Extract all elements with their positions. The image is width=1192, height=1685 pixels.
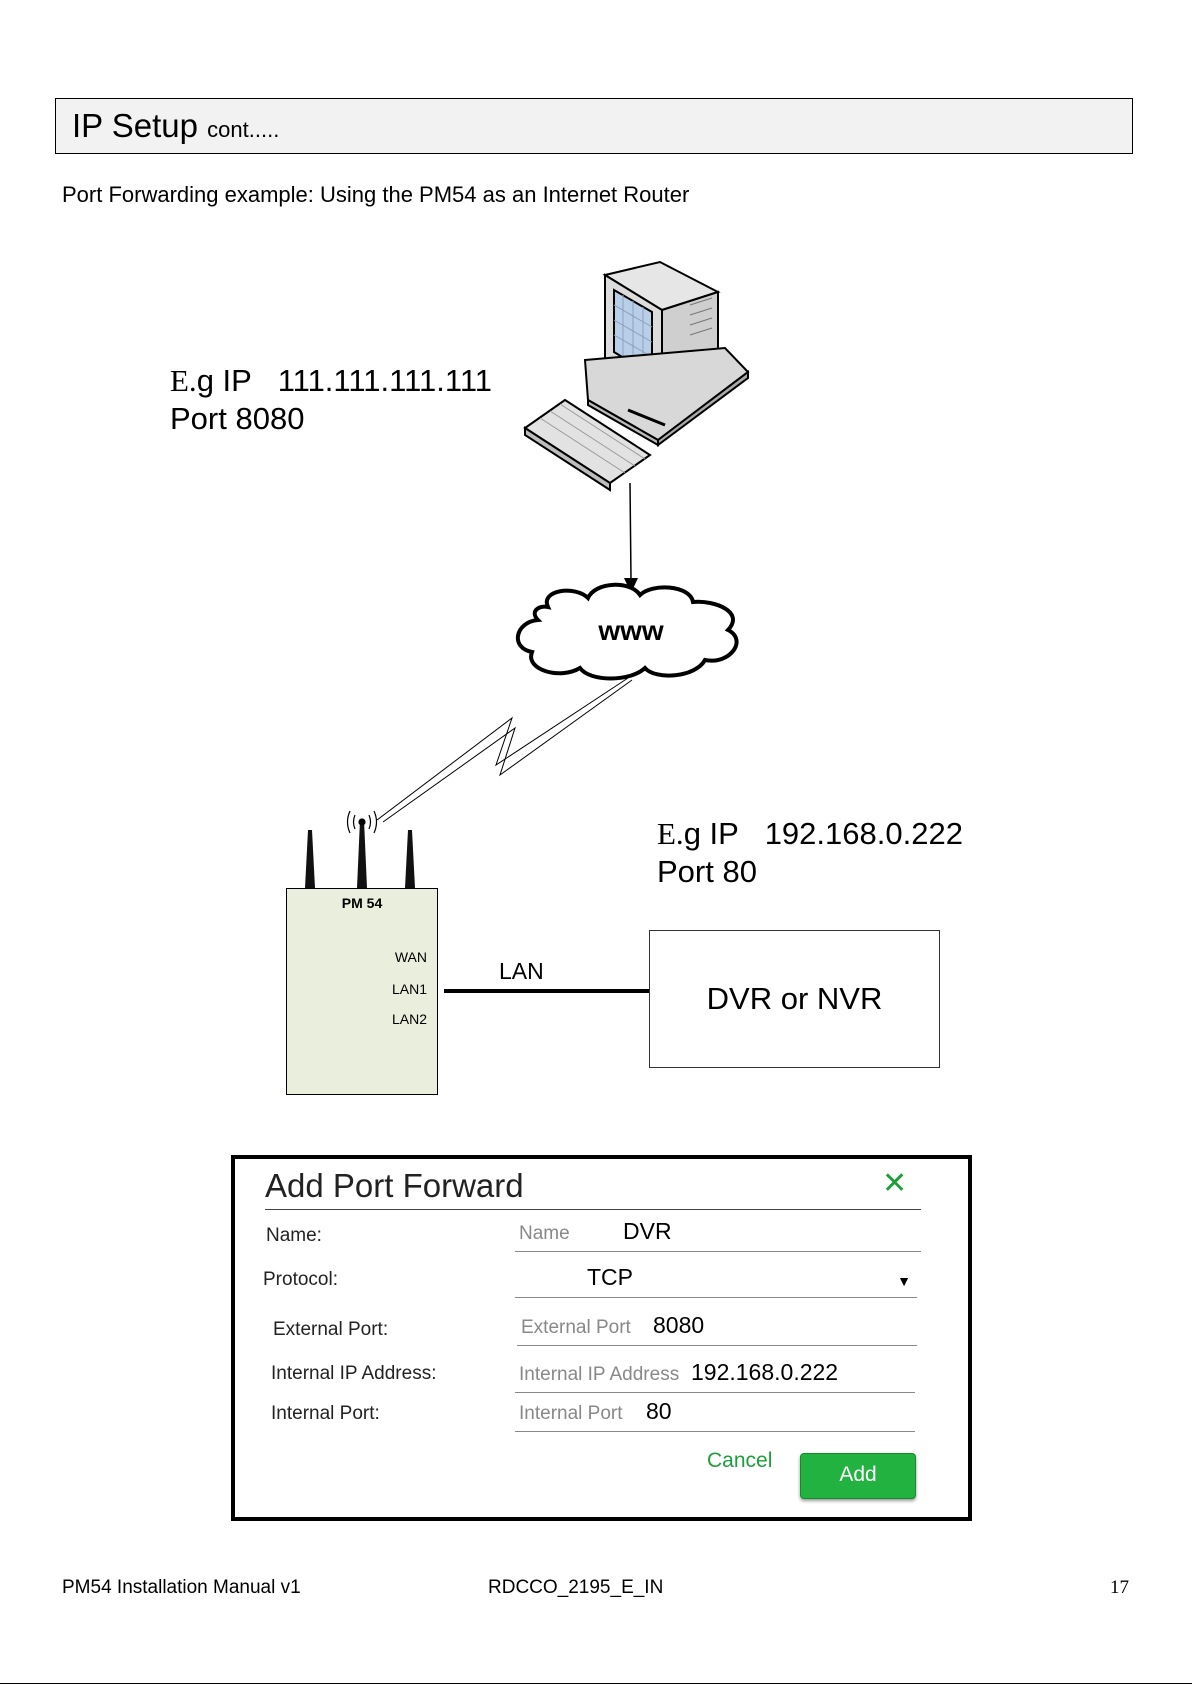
remote-address-label: E.g IP 111.111.111.111 Port 8080: [170, 363, 493, 436]
router-port-lan2: LAN2: [391, 1011, 427, 1027]
cloud-label: www: [598, 615, 664, 646]
page-title: IP Setup cont.....: [72, 107, 280, 144]
dvr-device: DVR or NVR: [649, 930, 940, 1068]
dialog-title-divider: [265, 1209, 921, 1210]
wifi-signal-icon: [346, 810, 378, 834]
cancel-button[interactable]: Cancel: [707, 1449, 773, 1472]
dialog-title: Add Port Forward: [265, 1167, 524, 1204]
internal-ip-label: Internal IP Address:: [271, 1363, 437, 1384]
router-port-lan1: LAN1: [391, 981, 427, 997]
name-value: DVR: [623, 1218, 672, 1244]
protocol-value: TCP: [587, 1264, 633, 1290]
footer-document-id: RDCCO_2195_E_IN: [488, 1577, 664, 1598]
add-button[interactable]: Add: [800, 1453, 916, 1499]
page-bottom-divider: [0, 1683, 1192, 1684]
external-port-label: External Port:: [273, 1319, 389, 1340]
router-port-wan: WAN: [394, 949, 427, 965]
internal-port-field[interactable]: Internal Port 80: [515, 1394, 915, 1432]
lan-link-label: LAN: [499, 958, 544, 984]
router-model-label: PM 54: [341, 895, 383, 911]
footer-manual-title: PM54 Installation Manual v1: [62, 1577, 301, 1598]
external-port-placeholder: External Port: [521, 1317, 631, 1338]
chevron-down-icon: ▼: [897, 1273, 911, 1289]
protocol-select[interactable]: TCP ▼: [515, 1260, 917, 1298]
add-port-forward-dialog: Add Port Forward ✕ Name: Name DVR Protoc…: [231, 1155, 972, 1521]
local-address-label: E.g IP 192.168.0.222 Port 80: [657, 816, 963, 889]
arrow-head-icon: [624, 578, 638, 593]
external-port-field[interactable]: External Port 8080: [517, 1308, 917, 1346]
internal-port-placeholder: Internal Port: [519, 1403, 623, 1424]
internal-ip-field[interactable]: Internal IP Address 192.168.0.222: [515, 1355, 915, 1393]
dvr-device-label: DVR or NVR: [706, 981, 883, 1016]
connection-arrow: [629, 482, 632, 581]
cloud-icon: [515, 582, 739, 681]
protocol-label: Protocol:: [263, 1269, 338, 1290]
page-number: 17: [1110, 1577, 1129, 1598]
wireless-link: [382, 679, 633, 823]
network-diagram: [305, 260, 750, 993]
internal-ip-value: 192.168.0.222: [691, 1359, 839, 1385]
router-device: PM 54 WAN LAN1 LAN2: [286, 888, 438, 1095]
section-header: IP Setup cont.....: [55, 98, 1133, 154]
internal-ip-placeholder: Internal IP Address: [519, 1364, 680, 1385]
close-icon[interactable]: ✕: [882, 1167, 908, 1200]
internal-port-value: 80: [646, 1398, 672, 1424]
antenna-icon: [305, 820, 415, 888]
internal-port-label: Internal Port:: [271, 1403, 380, 1424]
name-field[interactable]: Name DVR: [515, 1214, 921, 1252]
external-port-value: 8080: [653, 1312, 705, 1338]
name-label: Name:: [266, 1225, 322, 1246]
computer-icon: [523, 260, 750, 492]
name-placeholder: Name: [519, 1223, 570, 1244]
page-subtitle: Port Forwarding example: Using the PM54 …: [62, 182, 690, 207]
